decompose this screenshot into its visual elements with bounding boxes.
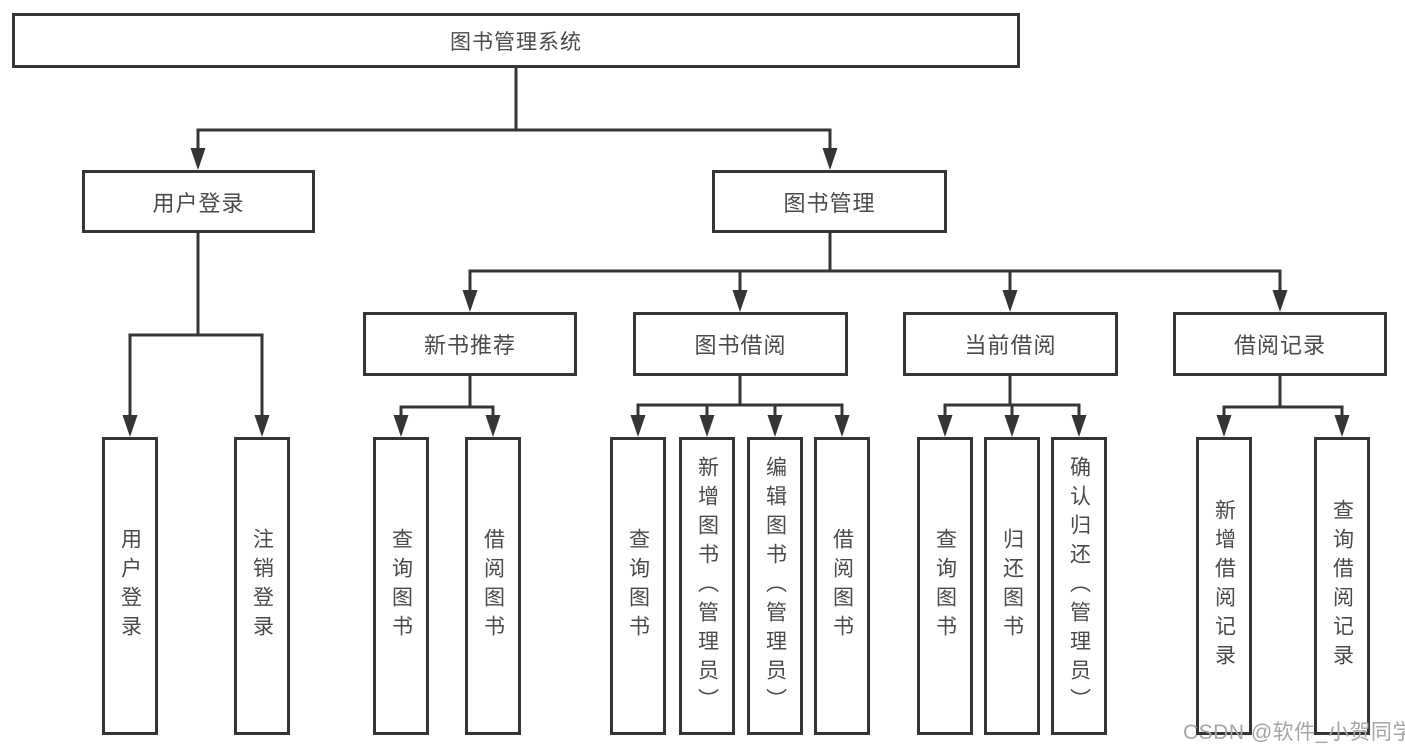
leaf-logout: 注销登录 <box>234 437 290 735</box>
connector-borrowing-to-leaves <box>630 376 850 437</box>
connector-current-to-leaves <box>937 376 1087 437</box>
connector-records-to-leaves <box>1216 376 1350 437</box>
csdn-watermark: CSDN @软件_小贺同学 <box>1183 721 1405 744</box>
leaf-query-borrow-record: 查询借阅记录 <box>1314 437 1370 735</box>
connector-userlogin-to-leaves <box>122 233 270 437</box>
leaf-query-books-current: 查询图书 <box>917 437 973 735</box>
node-borrowing-records: 借阅记录 <box>1173 312 1387 376</box>
leaf-query-books-borrowing: 查询图书 <box>610 437 666 735</box>
leaf-borrow-books-newbooks: 借阅图书 <box>465 437 521 735</box>
leaf-query-books-newbooks: 查询图书 <box>373 437 429 735</box>
connector-bookmgmt-to-level3 <box>462 233 1288 312</box>
leaf-add-books-admin: 新增图书（管理员） <box>679 437 735 735</box>
leaf-return-books: 归还图书 <box>984 437 1040 735</box>
leaf-borrow-books: 借阅图书 <box>814 437 870 735</box>
node-current-borrowing: 当前借阅 <box>903 312 1118 376</box>
node-book-management: 图书管理 <box>712 170 947 233</box>
node-library-management-system: 图书管理系统 <box>12 13 1020 68</box>
connector-root-to-level2 <box>190 68 838 170</box>
leaf-edit-books-admin: 编辑图书（管理员） <box>747 437 803 735</box>
connector-newbooks-to-leaves <box>393 376 501 437</box>
leaf-user-login: 用户登录 <box>102 437 158 735</box>
leaf-confirm-return-admin: 确认归还（管理员） <box>1051 437 1107 735</box>
leaf-add-borrow-record: 新增借阅记录 <box>1196 437 1252 735</box>
node-book-borrowing: 图书借阅 <box>633 312 848 376</box>
node-user-login: 用户登录 <box>82 170 315 233</box>
node-new-book-recommendation: 新书推荐 <box>363 312 577 376</box>
